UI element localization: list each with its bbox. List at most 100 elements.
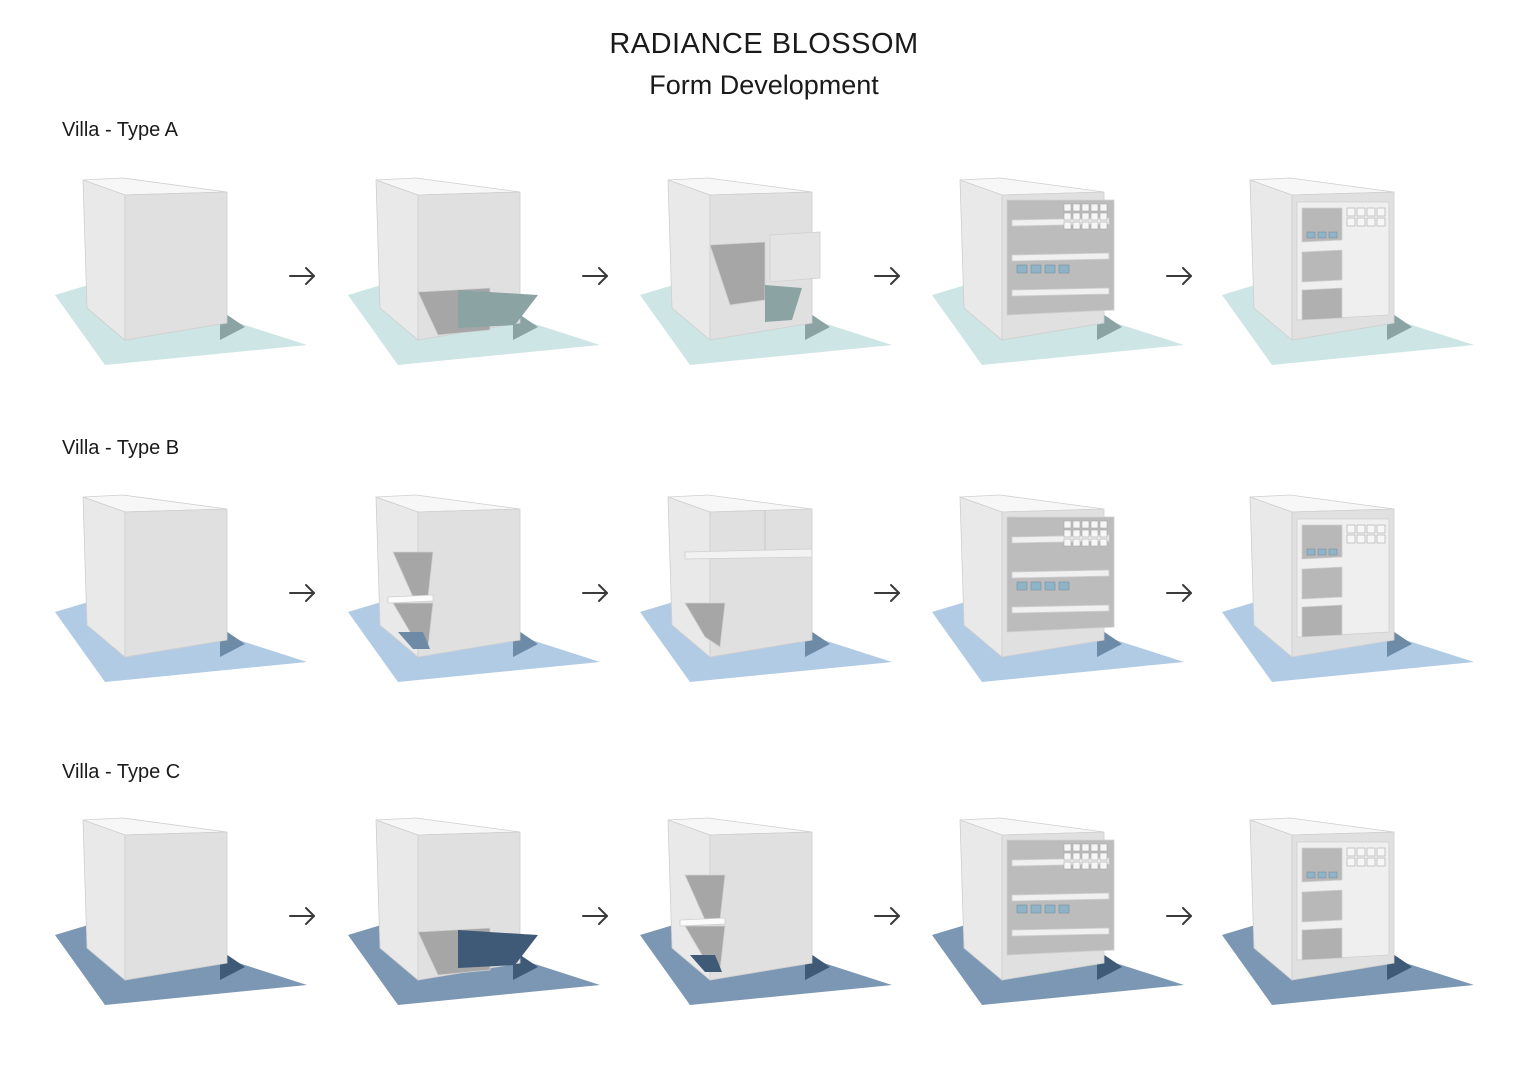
ground-void [684, 602, 726, 648]
front-face [124, 191, 228, 341]
screen-panel [1376, 217, 1386, 227]
villa-row-b [55, 494, 1474, 682]
screen-panel [1366, 847, 1376, 857]
stage-final-facade [1222, 177, 1474, 365]
arrow-right-icon [582, 267, 608, 285]
screen-panel [1081, 212, 1090, 221]
screen-panel [1072, 529, 1081, 538]
screen-panel [1366, 534, 1376, 544]
entry-void [1301, 927, 1343, 961]
arrow-head [890, 584, 900, 602]
void-shadow [458, 290, 538, 328]
villa-row-a [55, 177, 1474, 365]
screen-panel [1072, 852, 1081, 861]
screen-panel [1376, 857, 1386, 867]
screen-panel [1081, 843, 1090, 852]
void-shadow [458, 930, 538, 968]
screen-panel [1376, 524, 1386, 534]
screen-panel [1090, 843, 1099, 852]
stepped-shadow [765, 285, 802, 322]
stage-final-facade [1222, 817, 1474, 1005]
screen-panel [1081, 203, 1090, 212]
stage-carve-terrace [348, 494, 600, 682]
stage-carve-ground [348, 177, 600, 365]
screen-panel [1099, 843, 1108, 852]
screen-panel [1063, 203, 1072, 212]
arrow-right-icon [874, 584, 900, 602]
screen-panel [1376, 847, 1386, 857]
stage-subtract-stepped [640, 177, 892, 365]
screen-panel [1356, 207, 1366, 217]
stage-detailed-section [932, 817, 1184, 1005]
arrow-right-icon [1166, 267, 1192, 285]
front-face [709, 831, 813, 981]
arrow-head [1182, 907, 1192, 925]
window-glazing [1030, 581, 1042, 591]
stage-mass [55, 817, 307, 1005]
screen-panel [1072, 203, 1081, 212]
front-face [124, 508, 228, 658]
window-glazing [1016, 581, 1028, 591]
floor-slab [1011, 604, 1110, 614]
row-label-type-c: Villa - Type C [62, 761, 181, 783]
arrow-right-icon [874, 907, 900, 925]
arrow-right-icon [582, 907, 608, 925]
screen-panel [1376, 534, 1386, 544]
arrow-head [890, 907, 900, 925]
window-glazing [1030, 264, 1042, 274]
screen-panel [1346, 857, 1356, 867]
stage-carve-terrace [640, 817, 892, 1005]
arrow-head [598, 267, 608, 285]
stage-detailed-section [932, 494, 1184, 682]
screen-panel [1090, 852, 1099, 861]
window-glazing [1044, 581, 1056, 591]
screen-panel [1072, 212, 1081, 221]
screen-panel [1081, 520, 1090, 529]
terrace-slab [387, 594, 434, 604]
window-glazing [1058, 581, 1070, 591]
screen-panel [1072, 520, 1081, 529]
screen-panel [1072, 861, 1081, 870]
stage-stack-volumes [640, 494, 892, 682]
terrace-slab [679, 917, 726, 927]
arrow-head [1182, 267, 1192, 285]
arrow-right-icon [582, 584, 608, 602]
arrow-right-icon [1166, 584, 1192, 602]
floor-slab [1011, 287, 1110, 297]
screen-panel [1099, 852, 1108, 861]
screen-panel [1346, 534, 1356, 544]
arrow-head [598, 907, 608, 925]
screen-panel [1063, 843, 1072, 852]
window-glazing [1317, 231, 1327, 239]
floor-slab [1011, 927, 1110, 937]
arrow-head [305, 907, 315, 925]
floor-slab [1011, 892, 1110, 902]
window-glazing [1016, 264, 1028, 274]
window-glazing [1058, 264, 1070, 274]
screen-panel [1090, 520, 1099, 529]
volume-ledge [684, 548, 813, 560]
front-face [417, 508, 521, 658]
window-glazing [1306, 231, 1316, 239]
stage-mass [55, 494, 307, 682]
screen-panel [1099, 529, 1108, 538]
screen-panel [1099, 212, 1108, 221]
screen-panel [1072, 221, 1081, 230]
screen-panel [1366, 207, 1376, 217]
arrow-right-icon [289, 907, 315, 925]
stage-mass [55, 177, 307, 365]
row-label-type-a: Villa - Type A [62, 119, 178, 141]
window-glazing [1044, 904, 1056, 914]
floor-slab [1011, 569, 1110, 579]
screen-panel [1099, 203, 1108, 212]
void-shadow [398, 632, 430, 649]
screen-panel [1072, 843, 1081, 852]
screen-panel [1063, 212, 1072, 221]
window-glazing [1030, 904, 1042, 914]
entry-void [1301, 604, 1343, 638]
balcony-void [1301, 566, 1343, 600]
floor-slab [1011, 252, 1110, 262]
screen-panel [1090, 203, 1099, 212]
balcony-void [1301, 889, 1343, 923]
